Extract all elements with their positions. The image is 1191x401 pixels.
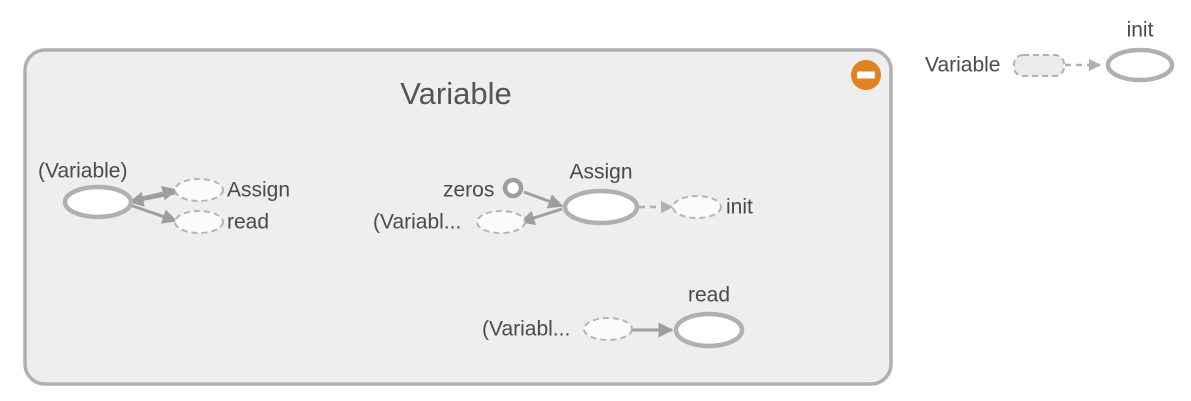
node-variable-series[interactable]: Variable [925,54,1065,77]
group-title: Variable [400,76,511,111]
minus-bar-icon [857,71,875,79]
edge-zeros-to-assign [523,190,564,209]
node-label-zeros: zeros [443,179,494,202]
node-label-init-op: init [1127,19,1154,42]
collapse-group-button[interactable] [851,60,881,90]
node-init-op[interactable]: init [1105,19,1175,83]
node-label-read-stub-left: read [227,211,269,234]
node-label-assign-op: Assign [569,161,632,184]
group-boundary[interactable] [23,48,893,386]
node-variable-stub-read[interactable]: (Variabl... [482,317,633,341]
variable-group-container[interactable]: Variable [23,48,893,386]
variable-stub-assign-shape[interactable] [476,210,526,234]
variable-stub-read-shape[interactable] [583,317,633,341]
init-stub-shape[interactable] [672,195,722,219]
init-cluster: Variable init [925,19,1175,83]
read-stub-left-shape[interactable] [174,210,224,234]
read-cluster: (Variabl... read [482,284,745,349]
left-variable-cluster: (Variable) Assign read [38,160,290,234]
node-label-read-op: read [688,284,730,307]
edge-variable-to-assign [133,185,178,202]
node-read-op[interactable]: read [673,284,745,349]
zeros-const-shape[interactable] [502,177,524,199]
edge-assign-to-variable-stub [519,207,563,226]
node-label-variable-op: (Variable) [38,160,127,183]
node-zeros-const[interactable]: zeros [443,177,524,202]
node-read-stub-left[interactable]: read [174,210,269,234]
edge-variable-to-read [129,203,178,224]
node-label-init-stub: init [726,196,753,219]
assign-op-shape[interactable] [562,188,640,226]
node-assign-stub-left[interactable]: Assign [174,178,290,202]
node-assign-op[interactable]: Assign [562,161,640,226]
node-label-variable-stub-read: (Variabl... [482,318,570,341]
variable-series-shape[interactable] [1013,54,1065,77]
node-variable-stub-assign[interactable]: (Variabl... [373,210,526,234]
node-label-variable-stub-assign: (Variabl... [373,211,461,234]
node-variable-op[interactable]: (Variable) [38,160,134,220]
init-op-shape[interactable] [1105,47,1175,83]
node-init-stub[interactable]: init [672,195,753,219]
node-label-assign-stub-left: Assign [227,179,290,202]
assign-stub-left-shape[interactable] [174,178,224,202]
read-op-shape[interactable] [673,311,745,349]
variable-op-shape[interactable] [62,184,134,220]
node-label-variable-series: Variable [925,54,1001,77]
assign-cluster: zeros (Variabl... Assign init [373,161,753,234]
